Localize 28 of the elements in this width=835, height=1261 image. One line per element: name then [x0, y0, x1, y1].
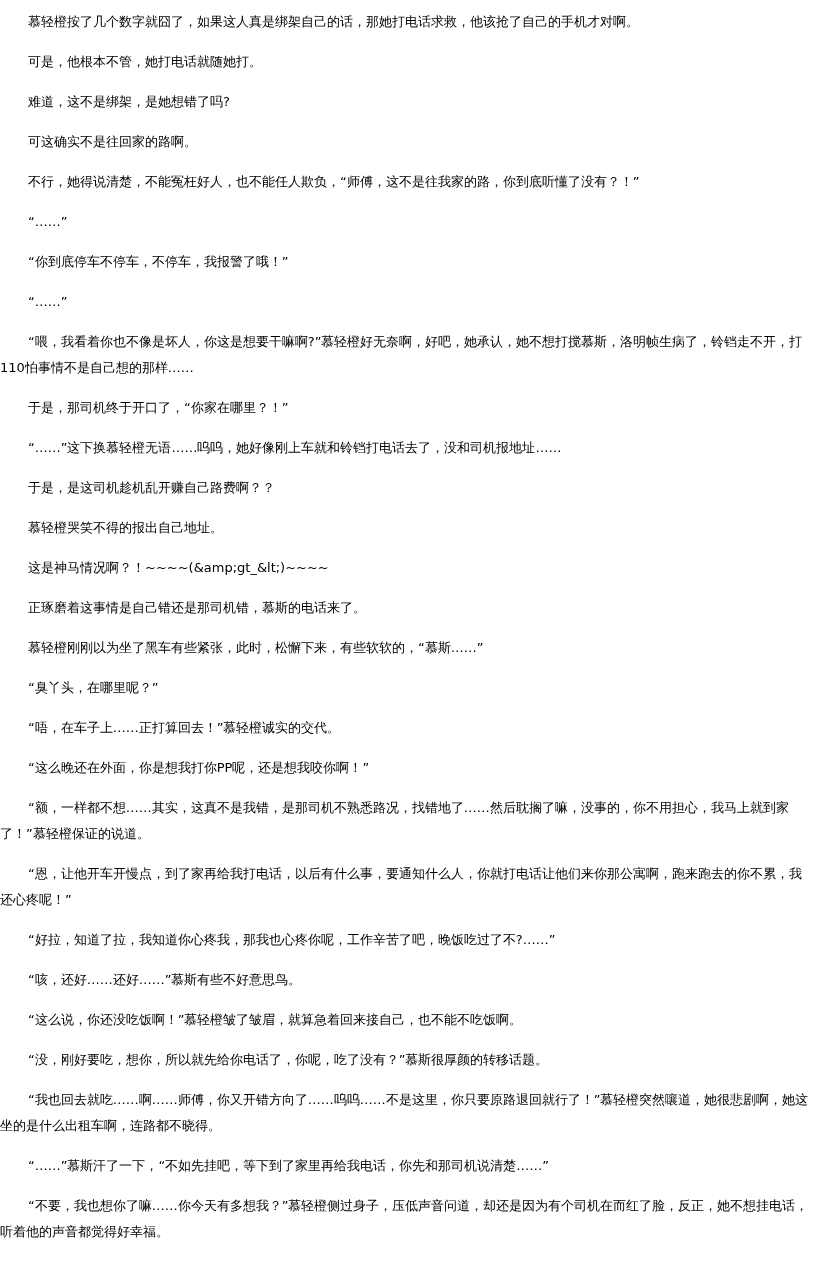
paragraph: “……”慕斯汗了一下，“不如先挂吧，等下到了家里再给我电话，你先和那司机说清楚……”: [27, 1157, 550, 1175]
paragraph: “……”这下换慕轻橙无语……呜呜，她好像刚上车就和铃铛打电话去了，没和司机报地址……: [27, 439, 563, 457]
paragraph: 这是神马情况啊？！~~~~(&amp;gt_&lt;)~~~~: [27, 559, 330, 577]
paragraph: 慕轻橙按了几个数字就囧了，如果这人真是绑架自己的话，那她打电话求救，他该抢了自己的手机才对啊。: [27, 13, 640, 31]
paragraph: 慕轻橙哭笑不得的报出自己地址。: [27, 519, 224, 537]
paragraph: “咳，还好……还好……”慕斯有些不好意思鸟。: [27, 971, 303, 989]
paragraph: “没，刚好要吃，想你，所以就先给你电话了，你呢，吃了没有？”慕斯很厚颜的转移话题。: [27, 1051, 550, 1069]
paragraph: “好拉，知道了拉，我知道你心疼我，那我也心疼你呢，工作辛苦了吧，晚饭吃过了不?……”: [27, 931, 557, 949]
paragraph: “额，一样都不想……其实，这真不是我错，是那司机不熟悉路况，找错地了……然后耽搁了嘛，没事的，你不用担心，我马上就到家了！”慕轻橙保证的说道。: [0, 799, 790, 843]
paragraph: 正琢磨着这事情是自己错还是那司机错，慕斯的电话来了。: [27, 599, 367, 617]
paragraph: “……”: [27, 213, 69, 231]
paragraph: 可这确实不是往回家的路啊。: [27, 133, 198, 151]
paragraph: “恩，让他开车开慢点，到了家再给我打电话，以后有什么事，要通知什么人，你就打电话让他们来你那公寓啊，跑来跑去的你不累，我还心疼呢！”: [0, 865, 803, 909]
paragraph: 难道，这不是绑架，是她想错了吗?: [27, 93, 231, 111]
paragraph: 不行，她得说清楚，不能冤枉好人，也不能任人欺负，“师傅，这不是往我家的路，你到底听懂了没有？！”: [27, 173, 641, 191]
paragraph: 于是，是这司机趁机乱开赚自己路费啊？？: [27, 479, 276, 497]
paragraph: 于是，那司机终于开口了，“你家在哪里？！”: [27, 399, 290, 417]
paragraph: “不要，我也想你了嘛……你今天有多想我？”慕轻橙侧过身子，压低声音问道，却还是因为有个司机在而红了脸，反正，她不想挂电话，听着他的声音都觉得好幸福。: [0, 1197, 810, 1241]
paragraph: “这么晚还在外面，你是想我打你PP呢，还是想我咬你啊！”: [27, 759, 371, 777]
paragraph: “唔，在车子上……正打算回去！”慕轻橙诚实的交代。: [27, 719, 342, 737]
paragraph: “喂，我看着你也不像是坏人，你这是想要干嘛啊?”慕轻橙好无奈啊，好吧，她承认，她不想打搅慕斯，洛明帧生病了，铃铛走不开，打110怕事情不是自己想的那样……: [0, 333, 804, 377]
paragraph: 可是，他根本不管，她打电话就随她打。: [27, 53, 263, 71]
paragraph: “我也回去就吃……啊……师傅，你又开错方向了……呜呜……不是这里，你只要原路退回就行了！”慕轻橙突然嚷道，她很悲剧啊，她这坐的是什么出租车啊，连路都不晓得。: [0, 1091, 810, 1135]
paragraph: “……”: [27, 293, 69, 311]
paragraph: “这么说，你还没吃饭啊！”慕轻橙皱了皱眉，就算急着回来接自己，也不能不吃饭啊。: [27, 1011, 524, 1029]
paragraph: “臭丫头，在哪里呢？”: [27, 679, 160, 697]
paragraph: 慕轻橙刚刚以为坐了黑车有些紧张，此时，松懈下来，有些软软的，“慕斯……”: [27, 639, 485, 657]
paragraph: “你到底停车不停车，不停车，我报警了哦！”: [27, 253, 290, 271]
